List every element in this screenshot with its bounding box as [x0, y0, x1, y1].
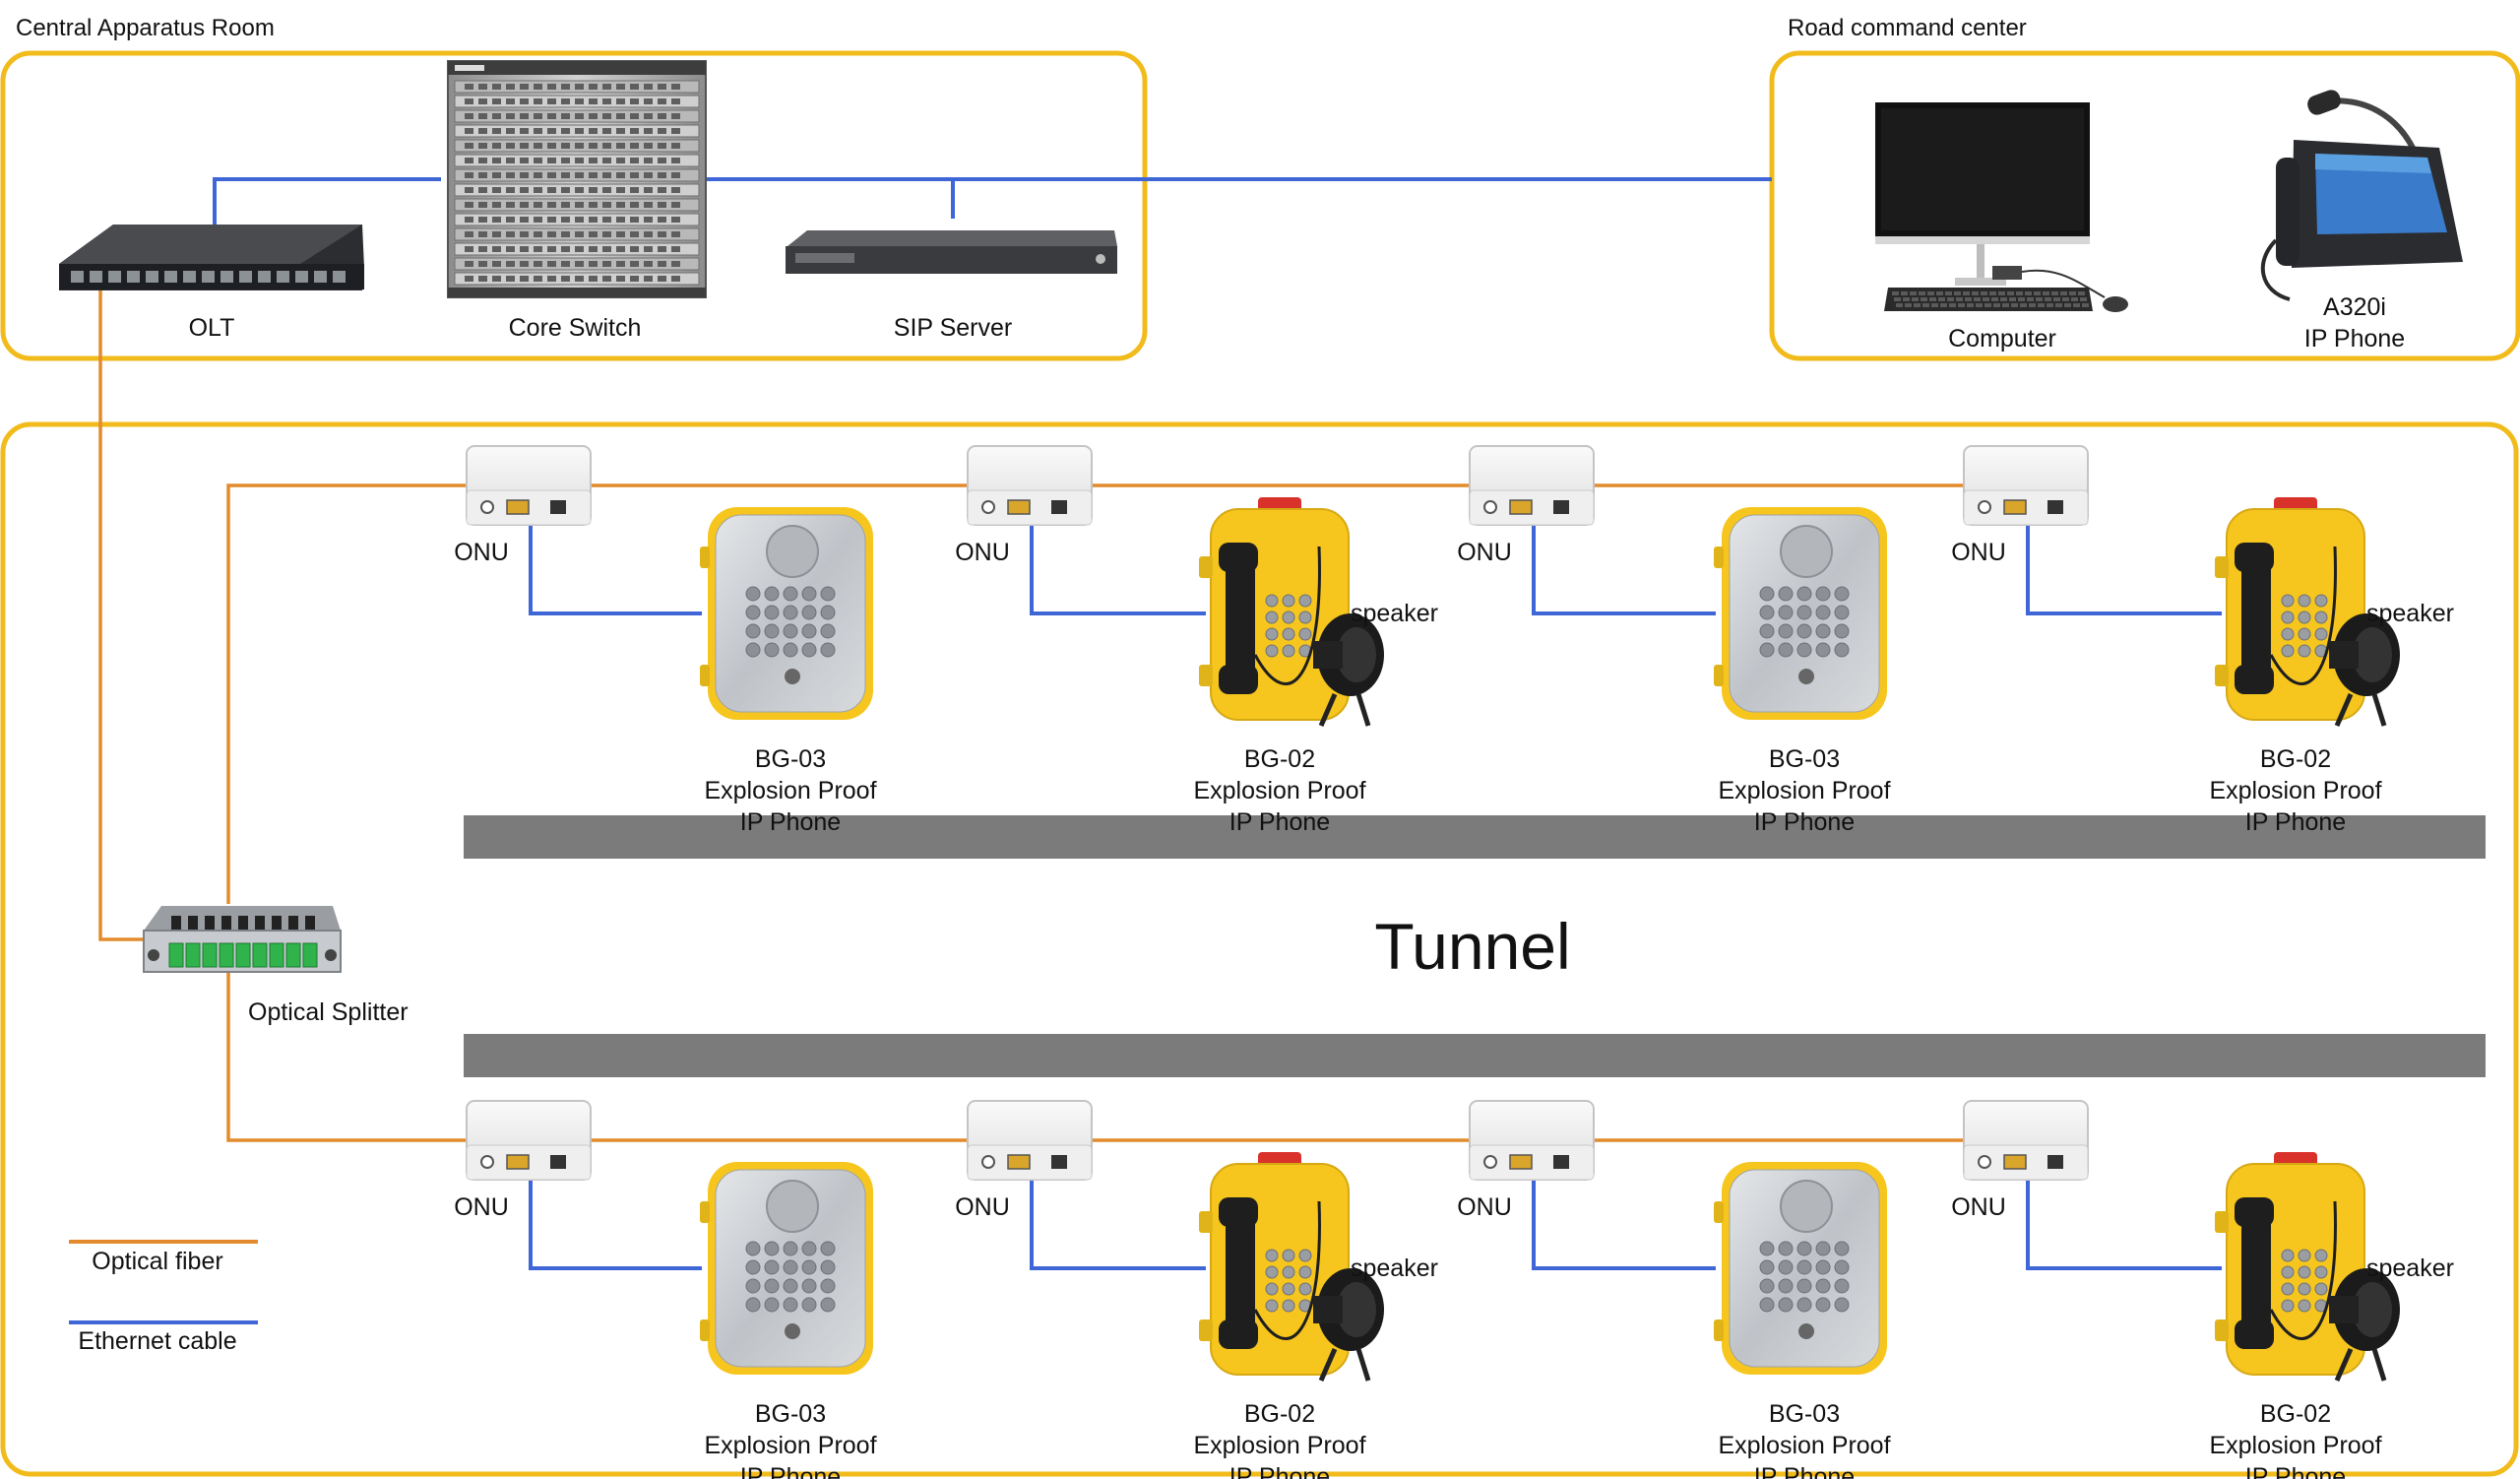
ethernet-link [2026, 1180, 2222, 1270]
onu-icon [466, 1100, 592, 1181]
ethernet-link [1030, 525, 1206, 615]
onu-icon [1963, 445, 2089, 526]
ethernet-link [1532, 525, 1716, 615]
phone-desc-label: Explosion Proof [2209, 777, 2381, 804]
fiber-olt-to-splitter [98, 288, 148, 941]
onu-label: ONU [1951, 539, 2006, 566]
ethernet-link [1532, 1180, 1716, 1270]
command-center-title: Road command center [1788, 15, 2027, 41]
top-ethernet-links [213, 177, 1772, 225]
phone-type-label: IP Phone [2245, 1463, 2346, 1479]
command-center-frame [1769, 50, 2520, 361]
onu-icon [466, 445, 592, 526]
bg03-phone-icon [700, 1162, 873, 1375]
desk-phone-model: A320i [2323, 293, 2386, 321]
computer-icon [1875, 102, 2128, 312]
phone-model-label: BG-02 [2260, 1400, 2331, 1428]
phone-desc-label: Explosion Proof [2209, 1432, 2381, 1459]
phone-model-label: BG-02 [1244, 1400, 1315, 1428]
phone-model-label: BG-02 [2260, 745, 2331, 773]
phone-model-label: BG-03 [755, 1400, 826, 1428]
tunnel-wall-top [464, 815, 2486, 859]
onu-label: ONU [1457, 539, 1512, 566]
splitter-icon [143, 906, 342, 973]
splitter-label: Optical Splitter [248, 998, 409, 1026]
ethernet-link [1030, 1180, 1206, 1270]
bg02-phone-icon [1199, 497, 1384, 728]
phone-desc-label: Explosion Proof [1718, 1432, 1890, 1459]
onu-label: ONU [1457, 1193, 1512, 1221]
computer-label: Computer [1948, 325, 2056, 353]
desk-phone-label: IP Phone [2304, 325, 2405, 353]
phone-desc-label: Explosion Proof [1718, 777, 1890, 804]
ethernet-link [529, 525, 702, 615]
bg02-phone-icon [1199, 1152, 1384, 1383]
speaker-label: speaker [1351, 1254, 1438, 1282]
core-switch-icon [447, 60, 707, 298]
phone-type-label: IP Phone [1754, 1463, 1855, 1479]
speaker-label: speaker [1351, 600, 1438, 627]
bg03-phone-icon [700, 507, 873, 720]
central-room-frame [0, 50, 1148, 361]
onu-label: ONU [955, 1193, 1010, 1221]
olt-icon [59, 225, 364, 290]
desk-phone-icon [2260, 90, 2463, 301]
phone-model-label: BG-02 [1244, 745, 1315, 773]
bg02-phone-icon [2215, 1152, 2400, 1383]
sip-server-icon [786, 230, 1117, 274]
onu-icon [967, 445, 1093, 526]
phone-model-label: BG-03 [1769, 745, 1840, 773]
tunnel-label: Tunnel [1374, 910, 1570, 983]
onu-icon [1469, 445, 1595, 526]
fiber-splitter-to-bottom-bus [226, 970, 1988, 1142]
onu-label: ONU [454, 1193, 509, 1221]
tunnel-area-frame [0, 421, 2519, 1477]
onu-icon [967, 1100, 1093, 1181]
phone-type-label: IP Phone [1229, 1463, 1330, 1479]
onu-icon [1963, 1100, 2089, 1181]
tunnel-wall-bottom [464, 1034, 2486, 1077]
phone-type-label: IP Phone [740, 1463, 841, 1479]
phone-desc-label: Explosion Proof [1193, 777, 1365, 804]
phone-type-label: IP Phone [740, 808, 841, 836]
phone-type-label: IP Phone [1229, 808, 1330, 836]
onu-label: ONU [1951, 1193, 2006, 1221]
ethernet-link [2026, 525, 2222, 615]
fiber-splitter-to-top-bus [226, 483, 1988, 904]
phone-desc-label: Explosion Proof [704, 1432, 876, 1459]
phone-type-label: IP Phone [1754, 808, 1855, 836]
central-room-title: Central Apparatus Room [16, 15, 275, 41]
speaker-label: speaker [2366, 600, 2454, 627]
onu-icon [1469, 1100, 1595, 1181]
phone-desc-label: Explosion Proof [704, 777, 876, 804]
speaker-label: speaker [2366, 1254, 2454, 1282]
sip-server-label: SIP Server [894, 314, 1012, 342]
phone-model-label: BG-03 [1769, 1400, 1840, 1428]
onu-label: ONU [454, 539, 509, 566]
phone-model-label: BG-03 [755, 745, 826, 773]
ethernet-link [529, 1180, 702, 1270]
legend-fiber-label: Optical fiber [92, 1248, 222, 1275]
legend-ethernet-label: Ethernet cable [78, 1327, 236, 1355]
legend: Optical fiber Ethernet cable [69, 1240, 258, 1355]
onu-label: ONU [955, 539, 1010, 566]
bg03-phone-icon [1714, 1162, 1887, 1375]
phone-desc-label: Explosion Proof [1193, 1432, 1365, 1459]
bg02-phone-icon [2215, 497, 2400, 728]
phone-type-label: IP Phone [2245, 808, 2346, 836]
core-switch-label: Core Switch [509, 314, 642, 342]
bg03-phone-icon [1714, 507, 1887, 720]
olt-label: OLT [189, 314, 235, 342]
